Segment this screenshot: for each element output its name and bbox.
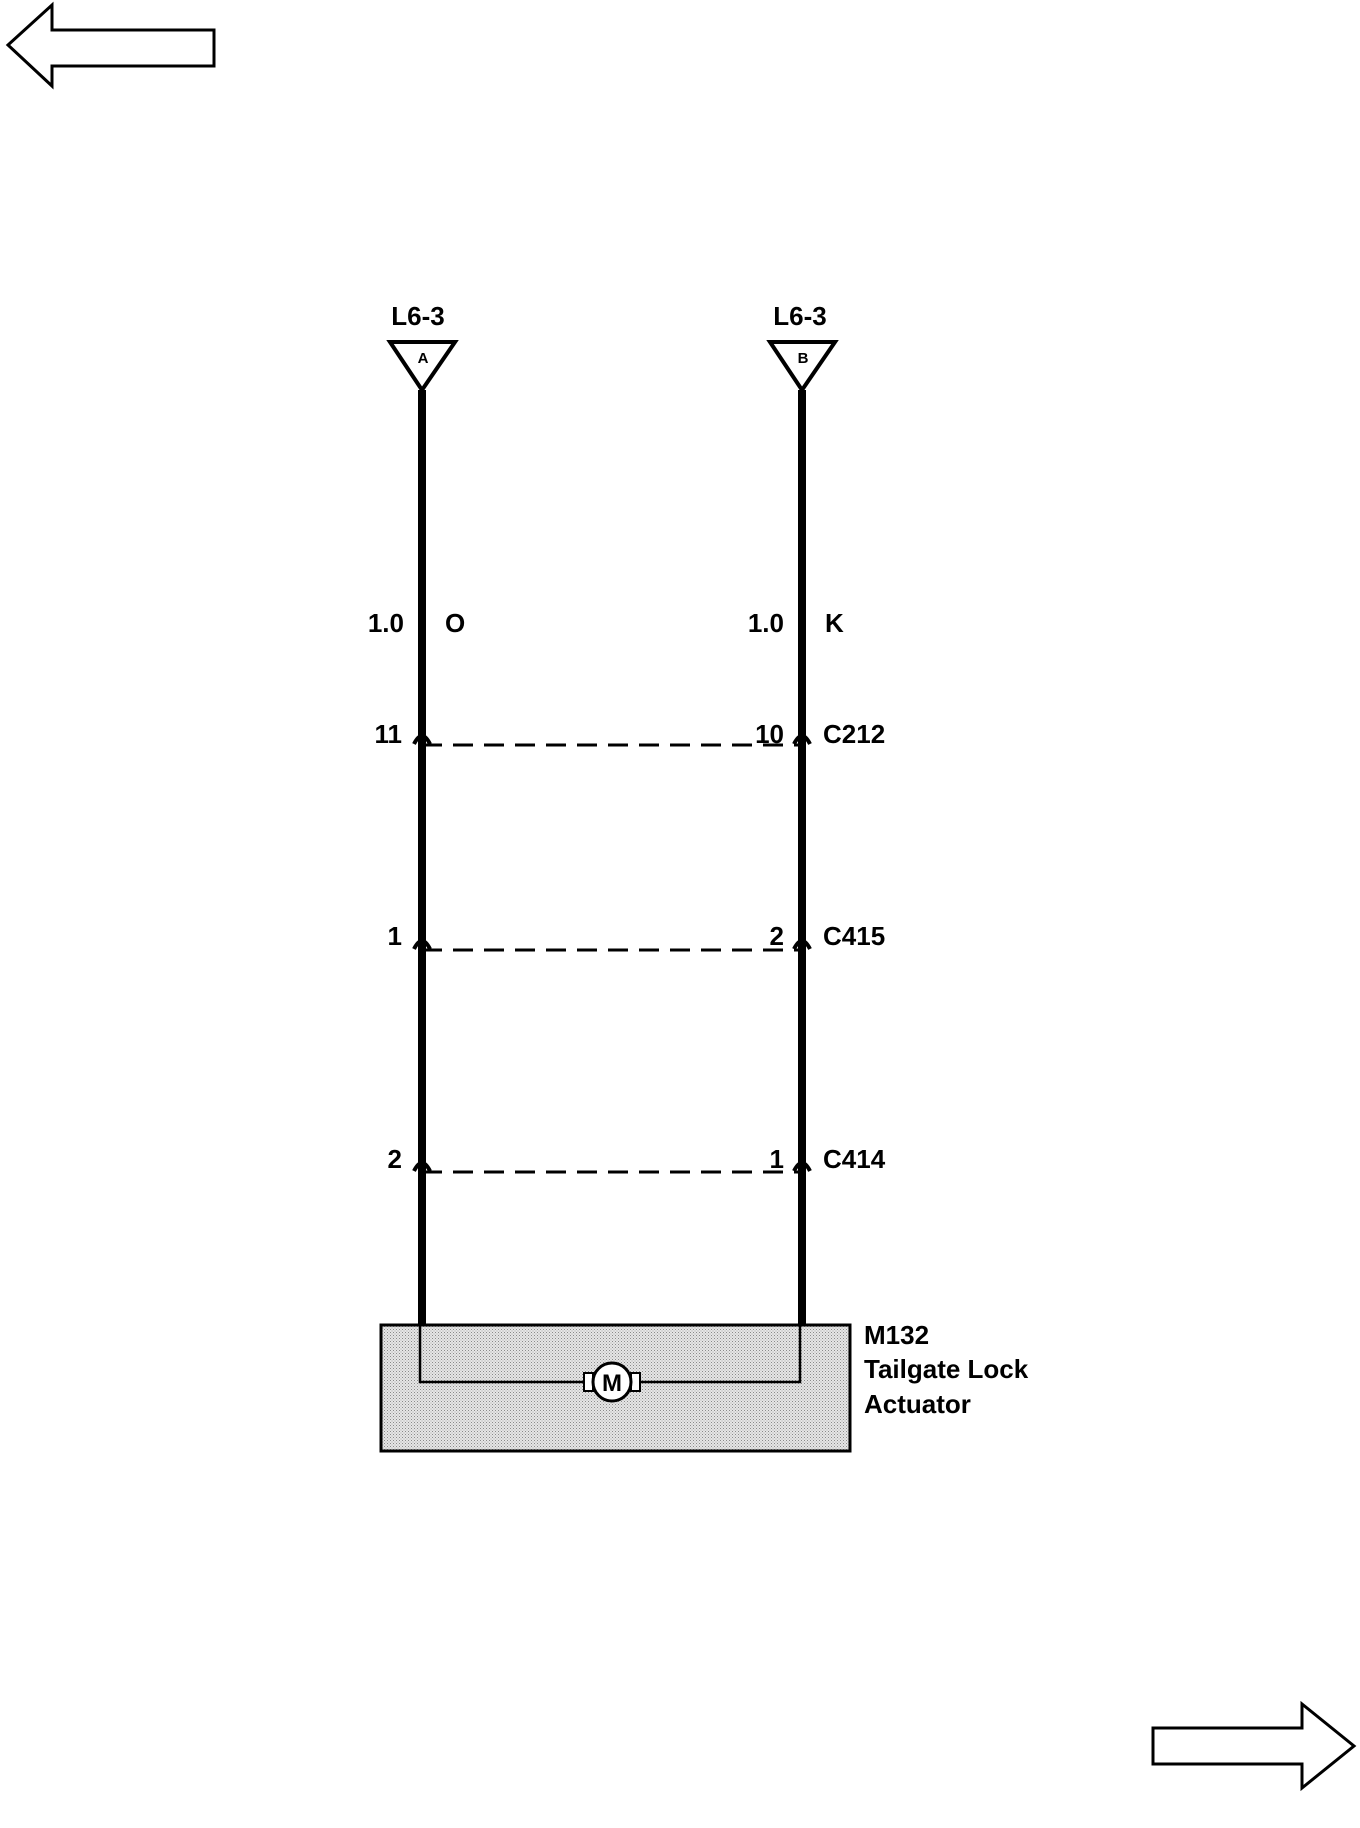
connector-c212: 11 10 C212 <box>375 719 886 749</box>
connector-left-pin: 11 <box>375 719 403 749</box>
connector-right-pin: 1 <box>770 1144 784 1174</box>
right-terminal-triangle <box>766 340 839 394</box>
internal-wire <box>418 1325 584 1384</box>
connector-id: C415 <box>823 921 885 951</box>
connector-id: C414 <box>823 1144 886 1174</box>
motor-icon <box>591 1361 633 1403</box>
left-wire-size: 1.0 <box>368 608 404 638</box>
right-wire-color: K <box>825 608 844 638</box>
right-terminal-letter: B <box>798 350 809 367</box>
component-name-line1: Tailgate Lock <box>864 1354 1029 1384</box>
connector-c414: 2 1 C414 <box>388 1144 886 1174</box>
connector-pin-symbol <box>412 734 432 745</box>
connector-id: C212 <box>823 719 885 749</box>
connector-right-pin: 2 <box>770 921 784 951</box>
connector-pin-symbol <box>792 734 812 745</box>
right-wire-size: 1.0 <box>748 608 784 638</box>
left-source-ref: L6-3 <box>391 301 444 331</box>
connector-pin-symbol <box>412 939 432 950</box>
connector-pin-symbol <box>792 1161 812 1172</box>
connector-pin-symbol <box>412 1161 432 1172</box>
component-ref: M132 <box>864 1320 929 1350</box>
right-source-ref: L6-3 <box>773 301 826 331</box>
arrow-right-icon <box>1151 1700 1357 1792</box>
connector-left-pin: 1 <box>388 921 402 951</box>
next-page-arrow[interactable] <box>1151 1700 1357 1792</box>
connector-c415: 1 2 C415 <box>388 921 885 952</box>
left-terminal-letter: A <box>418 350 429 367</box>
right-source-terminal: L6-3 B <box>766 301 839 394</box>
left-terminal-triangle <box>386 340 459 394</box>
arrow-left-icon <box>5 1 216 90</box>
connector-left-pin: 2 <box>388 1144 402 1174</box>
motor-symbol-letter: M <box>602 1370 622 1397</box>
internal-wire <box>640 1325 802 1384</box>
left-wire-color: O <box>445 608 465 638</box>
component-m132: M M132 Tailgate Lock Actuator <box>379 1320 1029 1453</box>
component-name-line2: Actuator <box>864 1389 971 1419</box>
left-source-terminal: L6-3 A <box>386 301 459 394</box>
prev-page-arrow[interactable] <box>5 1 216 90</box>
connector-right-pin: 10 <box>755 719 784 749</box>
connector-pin-symbol <box>792 939 812 950</box>
